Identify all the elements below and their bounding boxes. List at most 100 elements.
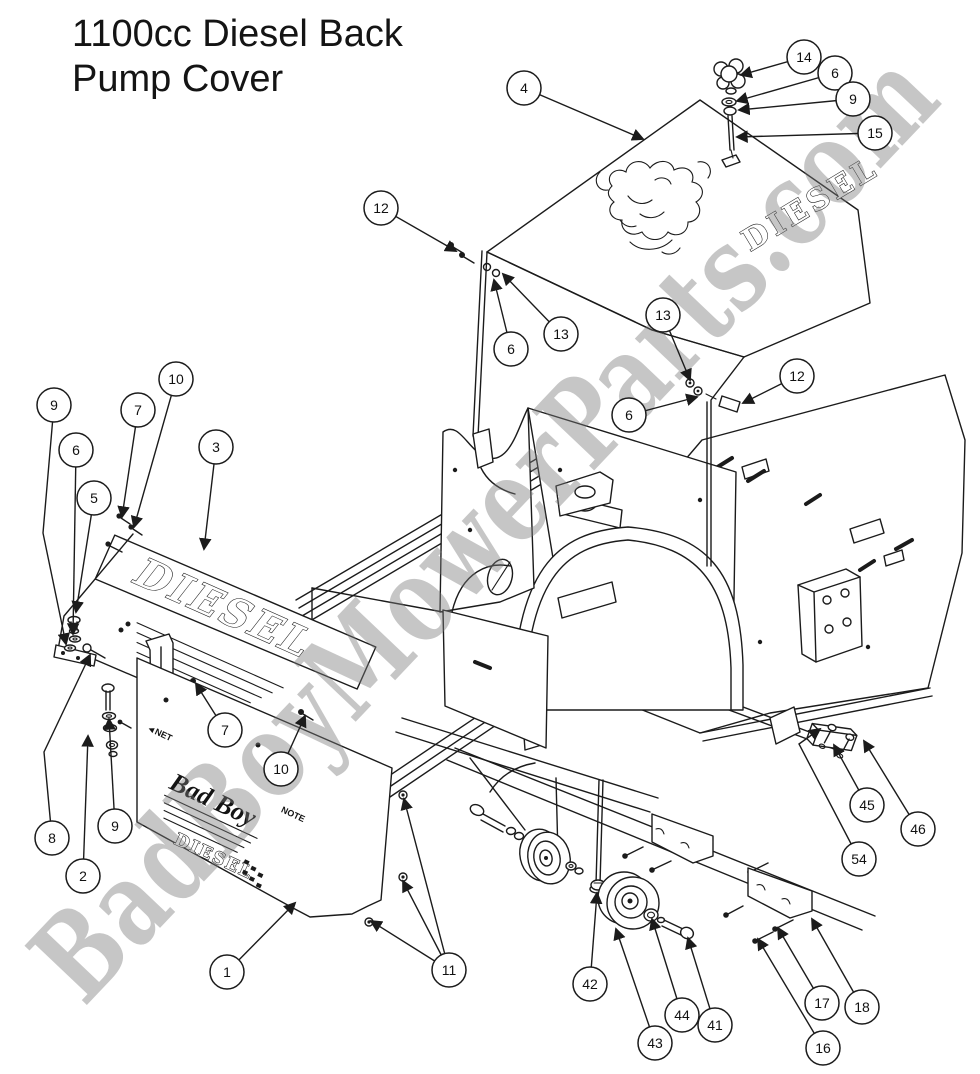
callout-46[interactable]: 46 xyxy=(863,739,936,847)
callout-10[interactable]: 10 xyxy=(263,714,307,787)
callout-number-4: 4 xyxy=(520,80,528,96)
callout-number-6: 6 xyxy=(72,442,80,458)
callout-circle-9[interactable] xyxy=(36,387,72,423)
callout-number-13: 13 xyxy=(553,326,569,342)
callout-9[interactable]: 9 xyxy=(737,81,871,117)
callout-9[interactable]: 9 xyxy=(97,717,133,844)
callout-circle-7[interactable] xyxy=(207,712,243,748)
callout-circle-15[interactable] xyxy=(857,115,893,151)
callout-circle-6[interactable] xyxy=(817,55,853,91)
callout-16[interactable]: 16 xyxy=(757,937,841,1066)
callout-14[interactable]: 14 xyxy=(739,39,822,79)
callout-number-5: 5 xyxy=(90,490,98,506)
callout-7[interactable]: 7 xyxy=(117,392,156,519)
callout-circle-7[interactable] xyxy=(120,392,156,428)
callout-circle-16[interactable] xyxy=(805,1030,841,1066)
callout-circle-1[interactable] xyxy=(209,954,245,990)
callout-13[interactable]: 13 xyxy=(501,272,579,352)
callout-41[interactable]: 41 xyxy=(685,936,733,1043)
callout-12[interactable]: 12 xyxy=(741,358,815,404)
callout-circle-3[interactable] xyxy=(198,429,234,465)
callout-15[interactable]: 15 xyxy=(735,115,893,151)
callout-number-18: 18 xyxy=(854,999,870,1015)
callout-circle-6[interactable] xyxy=(493,331,529,367)
callout-circle-13[interactable] xyxy=(645,297,681,333)
callout-number-45: 45 xyxy=(859,797,875,813)
callout-number-7: 7 xyxy=(221,722,229,738)
hinge-bracket xyxy=(806,722,858,759)
callout-number-17: 17 xyxy=(814,995,830,1011)
callout-number-9: 9 xyxy=(111,818,119,834)
callout-18[interactable]: 18 xyxy=(811,917,880,1025)
callout-circle-8[interactable] xyxy=(34,820,70,856)
callout-7[interactable]: 7 xyxy=(194,682,243,748)
callout-circle-54[interactable] xyxy=(841,841,877,877)
callout-number-9: 9 xyxy=(849,91,857,107)
callout-number-12: 12 xyxy=(373,200,389,216)
callout-circle-17[interactable] xyxy=(804,985,840,1021)
callout-3[interactable]: 3 xyxy=(198,429,234,551)
callout-circle-6[interactable] xyxy=(58,432,94,468)
callout-number-6: 6 xyxy=(507,341,515,357)
callout-circle-2[interactable] xyxy=(65,858,101,894)
callout-circle-12[interactable] xyxy=(363,190,399,226)
callout-number-44: 44 xyxy=(674,1007,690,1023)
callout-circle-11[interactable] xyxy=(431,952,467,988)
callout-12[interactable]: 12 xyxy=(363,190,458,252)
callout-number-11: 11 xyxy=(442,962,457,978)
callout-circle-4[interactable] xyxy=(506,70,542,106)
callout-2[interactable]: 2 xyxy=(65,734,101,894)
callout-circle-14[interactable] xyxy=(786,39,822,75)
callout-6[interactable]: 6 xyxy=(611,393,699,433)
callout-9[interactable]: 9 xyxy=(36,387,72,646)
callout-circle-45[interactable] xyxy=(849,787,885,823)
callout-circle-9[interactable] xyxy=(835,81,871,117)
callout-4[interactable]: 4 xyxy=(506,70,645,141)
callout-number-14: 14 xyxy=(796,49,812,65)
callout-circle-12[interactable] xyxy=(779,358,815,394)
callout-circle-13[interactable] xyxy=(543,316,579,352)
callout-1[interactable]: 1 xyxy=(209,901,297,990)
callout-43[interactable]: 43 xyxy=(613,927,673,1061)
cover-screws-left xyxy=(448,242,501,278)
center-tower xyxy=(439,407,863,749)
callout-6[interactable]: 6 xyxy=(490,278,529,367)
callout-number-10: 10 xyxy=(273,761,289,777)
callout-circle-10[interactable] xyxy=(263,751,299,787)
callout-6[interactable]: 6 xyxy=(58,432,94,636)
callout-number-2: 2 xyxy=(79,868,87,884)
callout-44[interactable]: 44 xyxy=(649,917,700,1033)
callout-circle-44[interactable] xyxy=(664,997,700,1033)
callout-number-10: 10 xyxy=(168,371,184,387)
callout-circle-46[interactable] xyxy=(900,811,936,847)
callout-circle-6[interactable] xyxy=(611,397,647,433)
callout-circle-41[interactable] xyxy=(697,1007,733,1043)
callout-circle-18[interactable] xyxy=(844,989,880,1025)
callout-42[interactable]: 42 xyxy=(572,891,608,1002)
callout-10[interactable]: 10 xyxy=(130,361,194,529)
callout-circle-5[interactable] xyxy=(76,480,112,516)
callout-number-8: 8 xyxy=(48,830,56,846)
callout-circle-9[interactable] xyxy=(97,808,133,844)
belt-idler-hardware xyxy=(469,722,858,944)
callout-number-3: 3 xyxy=(212,439,220,455)
callout-number-13: 13 xyxy=(655,307,671,323)
page-title-line1: 1100cc Diesel Back xyxy=(72,13,403,55)
callout-circle-10[interactable] xyxy=(158,361,194,397)
callout-6[interactable]: 6 xyxy=(735,55,853,105)
callout-8[interactable]: 8 xyxy=(34,653,92,856)
callout-17[interactable]: 17 xyxy=(777,926,840,1021)
bulldog-logo-sketch xyxy=(595,160,711,255)
callout-number-9: 9 xyxy=(50,397,58,413)
callout-45[interactable]: 45 xyxy=(833,743,885,823)
callout-number-46: 46 xyxy=(910,821,926,837)
callout-5[interactable]: 5 xyxy=(71,480,112,614)
callout-circle-42[interactable] xyxy=(572,966,608,1002)
callout-54[interactable]: 54 xyxy=(798,727,877,877)
callout-number-6: 6 xyxy=(831,65,839,81)
callout-circle-43[interactable] xyxy=(637,1025,673,1061)
callout-11[interactable]: 11 xyxy=(369,797,467,988)
callout-number-6: 6 xyxy=(625,407,633,423)
callout-13[interactable]: 13 xyxy=(645,297,692,382)
callout-number-1: 1 xyxy=(223,964,231,980)
